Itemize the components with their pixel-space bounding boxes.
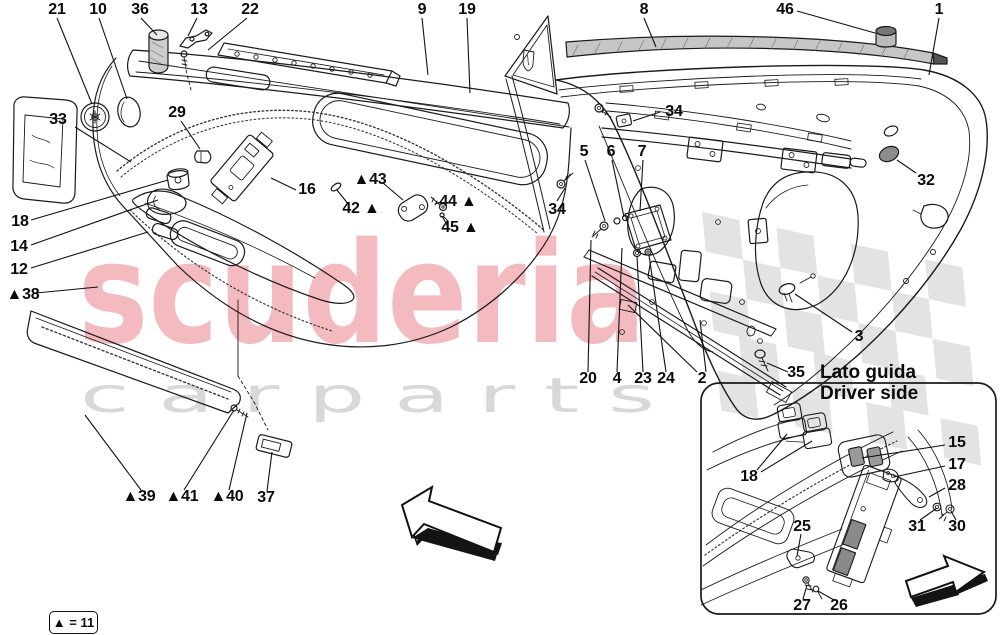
part-label-3: 3 bbox=[854, 328, 864, 345]
part-label-22: 22 bbox=[241, 1, 259, 18]
part-label-43: ▲43 bbox=[353, 171, 387, 188]
legend-text: ▲ = 11 bbox=[52, 615, 95, 630]
part-label-19: 19 bbox=[458, 1, 476, 18]
inset-title-english: Driver side bbox=[820, 383, 919, 404]
watermark-brand-text: scuderia c a r p a r t s bbox=[78, 213, 655, 424]
svg-text:scuderia: scuderia bbox=[78, 213, 646, 376]
part-label-33: 33 bbox=[49, 111, 67, 128]
part-label-34-top: 34 bbox=[665, 103, 683, 120]
part-label-24: 24 bbox=[657, 370, 675, 387]
leader-lines bbox=[30, 10, 957, 601]
inset-title: Lato guida Driver side bbox=[820, 362, 918, 404]
part-label-23: 23 bbox=[634, 370, 652, 387]
part-label-28: 28 bbox=[948, 477, 966, 494]
part-label-27: 27 bbox=[793, 597, 811, 614]
part-label-7: 7 bbox=[637, 143, 647, 160]
part-label-10: 10 bbox=[89, 1, 107, 18]
part-label-41: ▲41 bbox=[165, 488, 199, 505]
legend-box: ▲ = 11 bbox=[49, 611, 98, 634]
part-label-32: 32 bbox=[917, 172, 935, 189]
part-label-6: 6 bbox=[606, 143, 616, 160]
part-label-39: ▲39 bbox=[122, 488, 156, 505]
part-label-36: 36 bbox=[131, 1, 149, 18]
part-label-34-left: 34 bbox=[548, 201, 566, 218]
part-label-31: 31 bbox=[908, 518, 926, 535]
part-label-35: 35 bbox=[787, 364, 805, 381]
part-label-37: 37 bbox=[257, 489, 275, 506]
inset-driver-side-drawing bbox=[700, 382, 997, 615]
svg-text:c a r p a r t s: c a r p a r t s bbox=[80, 368, 655, 424]
part-label-8: 8 bbox=[639, 1, 649, 18]
inset-title-italian: Lato guida bbox=[820, 362, 917, 383]
part-label-26: 26 bbox=[830, 597, 848, 614]
door-trim-panel-drawing bbox=[12, 29, 572, 458]
part-label-18: 18 bbox=[11, 213, 29, 230]
part-label-30: 30 bbox=[948, 518, 966, 535]
direction-arrow-inset bbox=[904, 554, 988, 607]
part-label-2: 2 bbox=[697, 370, 707, 387]
watermark-checkered-flag bbox=[702, 212, 982, 466]
direction-arrow-main bbox=[400, 484, 503, 561]
part-label-45: 45 ▲ bbox=[441, 219, 479, 236]
part-label-18-inset: 18 bbox=[740, 468, 758, 485]
part-label-29: 29 bbox=[168, 104, 186, 121]
part-label-1: 1 bbox=[934, 1, 944, 18]
part-label-38: ▲38 bbox=[6, 286, 40, 303]
part-label-4: 4 bbox=[612, 370, 622, 387]
part-label-40: ▲40 bbox=[210, 488, 244, 505]
part-label-13: 13 bbox=[190, 1, 208, 18]
part-label-12: 12 bbox=[10, 261, 28, 278]
part-label-9: 9 bbox=[417, 1, 427, 18]
door-substructure-drawing bbox=[504, 15, 988, 420]
part-label-16: 16 bbox=[298, 181, 316, 198]
part-label-44: 44 ▲ bbox=[439, 193, 477, 210]
part-label-14: 14 bbox=[10, 238, 28, 255]
part-label-5: 5 bbox=[579, 143, 589, 160]
part-label-17: 17 bbox=[948, 456, 966, 473]
part-label-21: 21 bbox=[48, 1, 66, 18]
part-label-20: 20 bbox=[579, 370, 597, 387]
part-label-42: 42 ▲ bbox=[342, 200, 380, 217]
part-label-15: 15 bbox=[948, 434, 966, 451]
part-label-46: 46 bbox=[776, 1, 794, 18]
part-label-25: 25 bbox=[793, 518, 811, 535]
